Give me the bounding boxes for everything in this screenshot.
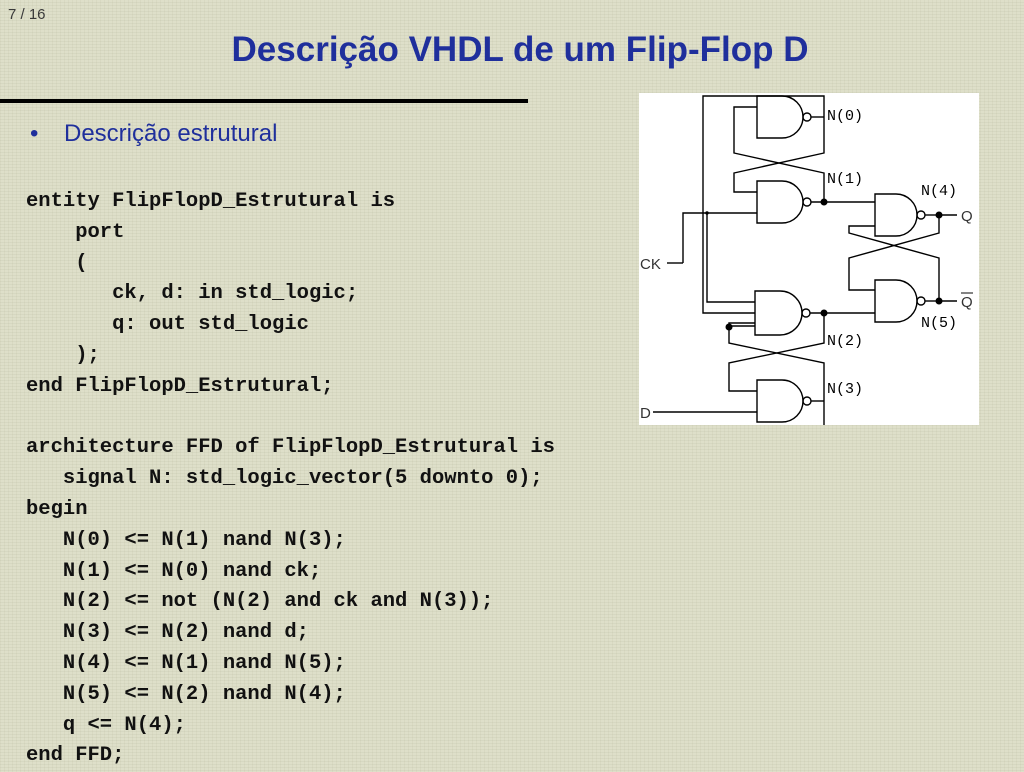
slide-number: 7 / 16 — [8, 6, 46, 23]
junction-dot — [935, 297, 943, 305]
code-line: N(3) <= N(2) nand d; — [26, 621, 309, 645]
label-q: Q — [961, 208, 973, 225]
nand-gate-n2 — [754, 290, 803, 336]
label-n0: N(0) — [827, 108, 863, 125]
nand-gate-n0 — [756, 95, 804, 139]
bullet-item: • Descrição estrutural — [30, 120, 277, 148]
inverter-bubble — [916, 296, 926, 306]
code-line: begin — [26, 497, 88, 521]
nand-gate-n1 — [756, 180, 804, 224]
code-line: N(2) <= not (N(2) and ck and N(3)); — [26, 590, 494, 614]
inverter-bubble — [802, 396, 812, 406]
code-line: architecture FFD of FlipFlopD_Estrutural… — [26, 436, 555, 460]
junction-dot — [820, 309, 828, 317]
junction-dot — [820, 198, 828, 206]
slide-title: Descrição VHDL de um Flip-Flop D — [231, 30, 809, 69]
junction-dot — [725, 323, 733, 331]
code-line: ); — [26, 343, 100, 367]
code-line — [26, 403, 555, 434]
vhdl-code-block: entity FlipFlopD_Estrutural is port ( ck… — [26, 187, 555, 772]
nand-gate-n5 — [874, 279, 918, 323]
nand-gate-n3 — [756, 379, 804, 423]
label-n4: N(4) — [921, 183, 957, 200]
code-line: ck, d: in std_logic; — [26, 282, 359, 306]
label-n2: N(2) — [827, 333, 863, 350]
label-n3: N(3) — [827, 381, 863, 398]
bullet-text: Descrição estrutural — [64, 120, 278, 147]
code-line: end FlipFlopD_Estrutural; — [26, 374, 334, 398]
title-divider — [0, 99, 528, 103]
label-n1: N(1) — [827, 171, 863, 188]
code-line: port — [26, 220, 125, 244]
code-line: q: out std_logic — [26, 313, 309, 337]
code-line: N(1) <= N(0) nand ck; — [26, 559, 322, 583]
code-line: entity FlipFlopD_Estrutural is — [26, 190, 396, 213]
label-ck: CK — [640, 256, 661, 273]
code-line: N(5) <= N(2) nand N(4); — [26, 682, 346, 706]
code-line: ( — [26, 251, 88, 275]
label-q-bar: Q — [961, 294, 973, 311]
nand-gate-n4 — [874, 193, 918, 237]
inverter-bubble — [801, 308, 811, 318]
inverter-bubble — [802, 112, 812, 122]
code-line: N(0) <= N(1) nand N(3); — [26, 528, 346, 552]
code-line: N(4) <= N(1) nand N(5); — [26, 651, 346, 675]
code-line: q <= N(4); — [26, 713, 186, 737]
label-n5: N(5) — [921, 315, 957, 332]
junction-dot — [935, 211, 943, 219]
schematic-svg: N(0) N(1) N(2) N(3) N(4) N(5) CK D Q Q — [640, 95, 973, 425]
flip-flop-schematic: N(0) N(1) N(2) N(3) N(4) N(5) CK D Q Q — [639, 93, 979, 425]
bullet-marker: • — [30, 120, 39, 147]
code-line: signal N: std_logic_vector(5 downto 0); — [26, 467, 543, 491]
label-d: D — [640, 405, 651, 422]
inverter-bubble — [916, 210, 926, 220]
inverter-bubble — [802, 197, 812, 207]
code-line: end FFD; — [26, 744, 125, 768]
